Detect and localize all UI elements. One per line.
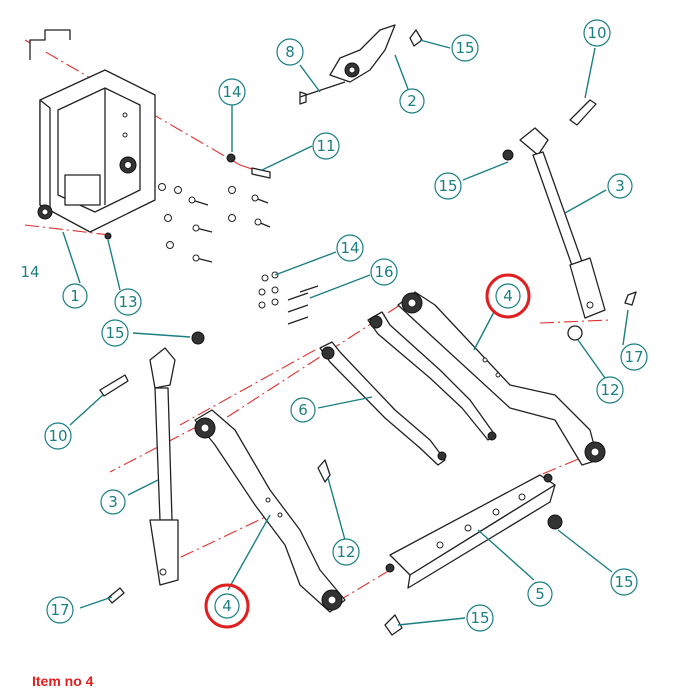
callout-8: 8 [276,38,304,66]
item-caption: Item no 4 [32,673,94,689]
callout-label: 10 [48,427,67,445]
callout-15-right: 15 [434,172,462,200]
callout-2: 2 [399,88,425,114]
callout-10-left: 10 [44,422,72,450]
callout-label: 11 [316,137,335,155]
callout-14-left-edge: 14 [20,263,39,281]
part-12-linch-pin [317,459,331,483]
bolt-cluster [158,183,271,263]
callout-label: 14 [340,239,359,257]
callout-label: 12 [600,381,619,399]
callout-17-right: 17 [620,343,648,371]
callout-4-right: 4 [495,283,521,309]
callout-16: 16 [370,258,398,286]
part-13-grease-nipple [104,232,112,240]
callout-1: 1 [62,283,88,309]
part-3-stabilizer-right [519,127,606,319]
callout-label: 5 [535,585,545,603]
callout-11: 11 [312,132,340,160]
callout-label: 15 [105,324,124,342]
callout-17-left: 17 [46,596,74,624]
exploded-parts-diagram: 1 13 14 8 2 15 14 11 10 15 3 14 16 4 17 … [20,19,648,636]
callout-label: 2 [407,92,417,110]
callout-label: 14 [222,83,241,101]
part-10-pin-left [99,374,129,397]
callout-label: 14 [20,263,39,281]
part-12-clip-right [567,325,583,341]
callout-label: 12 [336,543,355,561]
part-6-leveling-boxes [319,311,497,466]
part-15-clip-lower-right [547,514,563,530]
callout-15-top: 15 [451,34,479,62]
callout-12-right: 12 [596,376,624,404]
part-15-clip-left [191,331,205,345]
callout-label: 8 [285,43,295,61]
callout-4-left: 4 [214,593,240,619]
highlight-ring-4-left [204,583,250,629]
callout-14-middle: 14 [336,234,364,262]
callout-3-left: 3 [100,489,126,515]
part-14-washer-top [226,153,236,163]
part-10-pin-top [569,99,597,126]
part-11-bolt [251,167,271,179]
callout-label: 1 [70,287,80,305]
leader-lines [62,39,629,626]
callout-label: 15 [455,39,474,57]
callout-label: 15 [470,609,489,627]
callout-label: 17 [624,348,643,366]
part-17-pin-left [107,587,125,604]
callout-15-lower-right: 15 [610,568,638,596]
callout-label: 17 [50,601,69,619]
callout-label: 6 [298,401,308,419]
part-14-16-bolts-and-washers [258,271,319,325]
callout-3-right: 3 [607,173,633,199]
part-1-headstock [29,29,156,233]
part-17-pin-right [624,291,637,306]
callout-13: 13 [114,288,142,316]
part-5-drawbar [385,473,556,589]
callout-15-left: 15 [101,319,129,347]
callout-12-center: 12 [332,538,360,566]
callout-14-top: 14 [218,78,246,106]
callout-label: 10 [587,24,606,42]
callout-label: 15 [614,573,633,591]
part-8-pin [299,81,346,105]
part-4-lower-link-left [194,409,346,613]
callout-label: 3 [615,177,625,195]
part-3-stabilizer-left [149,347,179,586]
callout-5: 5 [527,581,553,607]
part-2-top-link [329,24,423,83]
callout-label: 4 [503,287,513,305]
callout-label: 3 [108,493,118,511]
part-15-clip-right [502,149,514,161]
part-15-clip-bottom [384,614,403,636]
callout-label: 16 [374,263,393,281]
callout-label: 4 [222,597,232,615]
callout-10-top: 10 [583,19,611,47]
callout-15-bottom: 15 [466,604,494,632]
callout-6: 6 [290,397,316,423]
callout-label: 15 [438,177,457,195]
highlight-ring-4-right [485,273,531,319]
part-4-lower-link-right [397,291,606,466]
callout-label: 13 [118,293,137,311]
